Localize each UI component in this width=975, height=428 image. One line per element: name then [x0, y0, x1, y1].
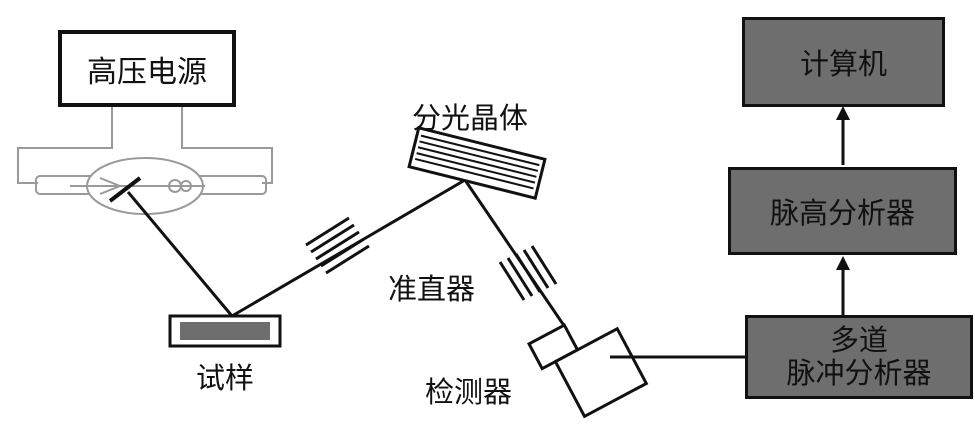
computer-label: 计算机 [799, 47, 887, 81]
power-supply-label: 高压电源 [87, 54, 207, 90]
detector-label: 检测器 [425, 375, 513, 409]
signal-lines [610, 116, 845, 359]
detector [526, 323, 649, 419]
power-wires [17, 107, 273, 184]
xray-tube [35, 157, 267, 215]
beam-paths [126, 178, 569, 331]
pulse-height-analyzer-label: 脉高分析器 [769, 196, 915, 230]
multichannel-analyzer-label-line1: 多道 [829, 322, 888, 357]
arrow-heads [836, 106, 850, 270]
collimator-plates-1 [305, 216, 370, 275]
sample-holder [168, 314, 282, 348]
multichannel-analyzer-box: 多道 脉冲分析器 [745, 315, 973, 399]
crystal-label: 分光晶体 [412, 101, 529, 135]
multichannel-analyzer-label-line2: 脉冲分析器 [786, 356, 932, 390]
collimator-plates-2 [498, 245, 558, 301]
collimator-label: 准直器 [388, 272, 476, 306]
pulse-height-analyzer-box: 脉高分析器 [728, 167, 957, 255]
power-supply-box: 高压电源 [58, 30, 236, 107]
crystal [407, 126, 547, 200]
sample-label: 试样 [196, 361, 255, 395]
tube-target [108, 176, 142, 203]
computer-box: 计算机 [742, 17, 945, 107]
